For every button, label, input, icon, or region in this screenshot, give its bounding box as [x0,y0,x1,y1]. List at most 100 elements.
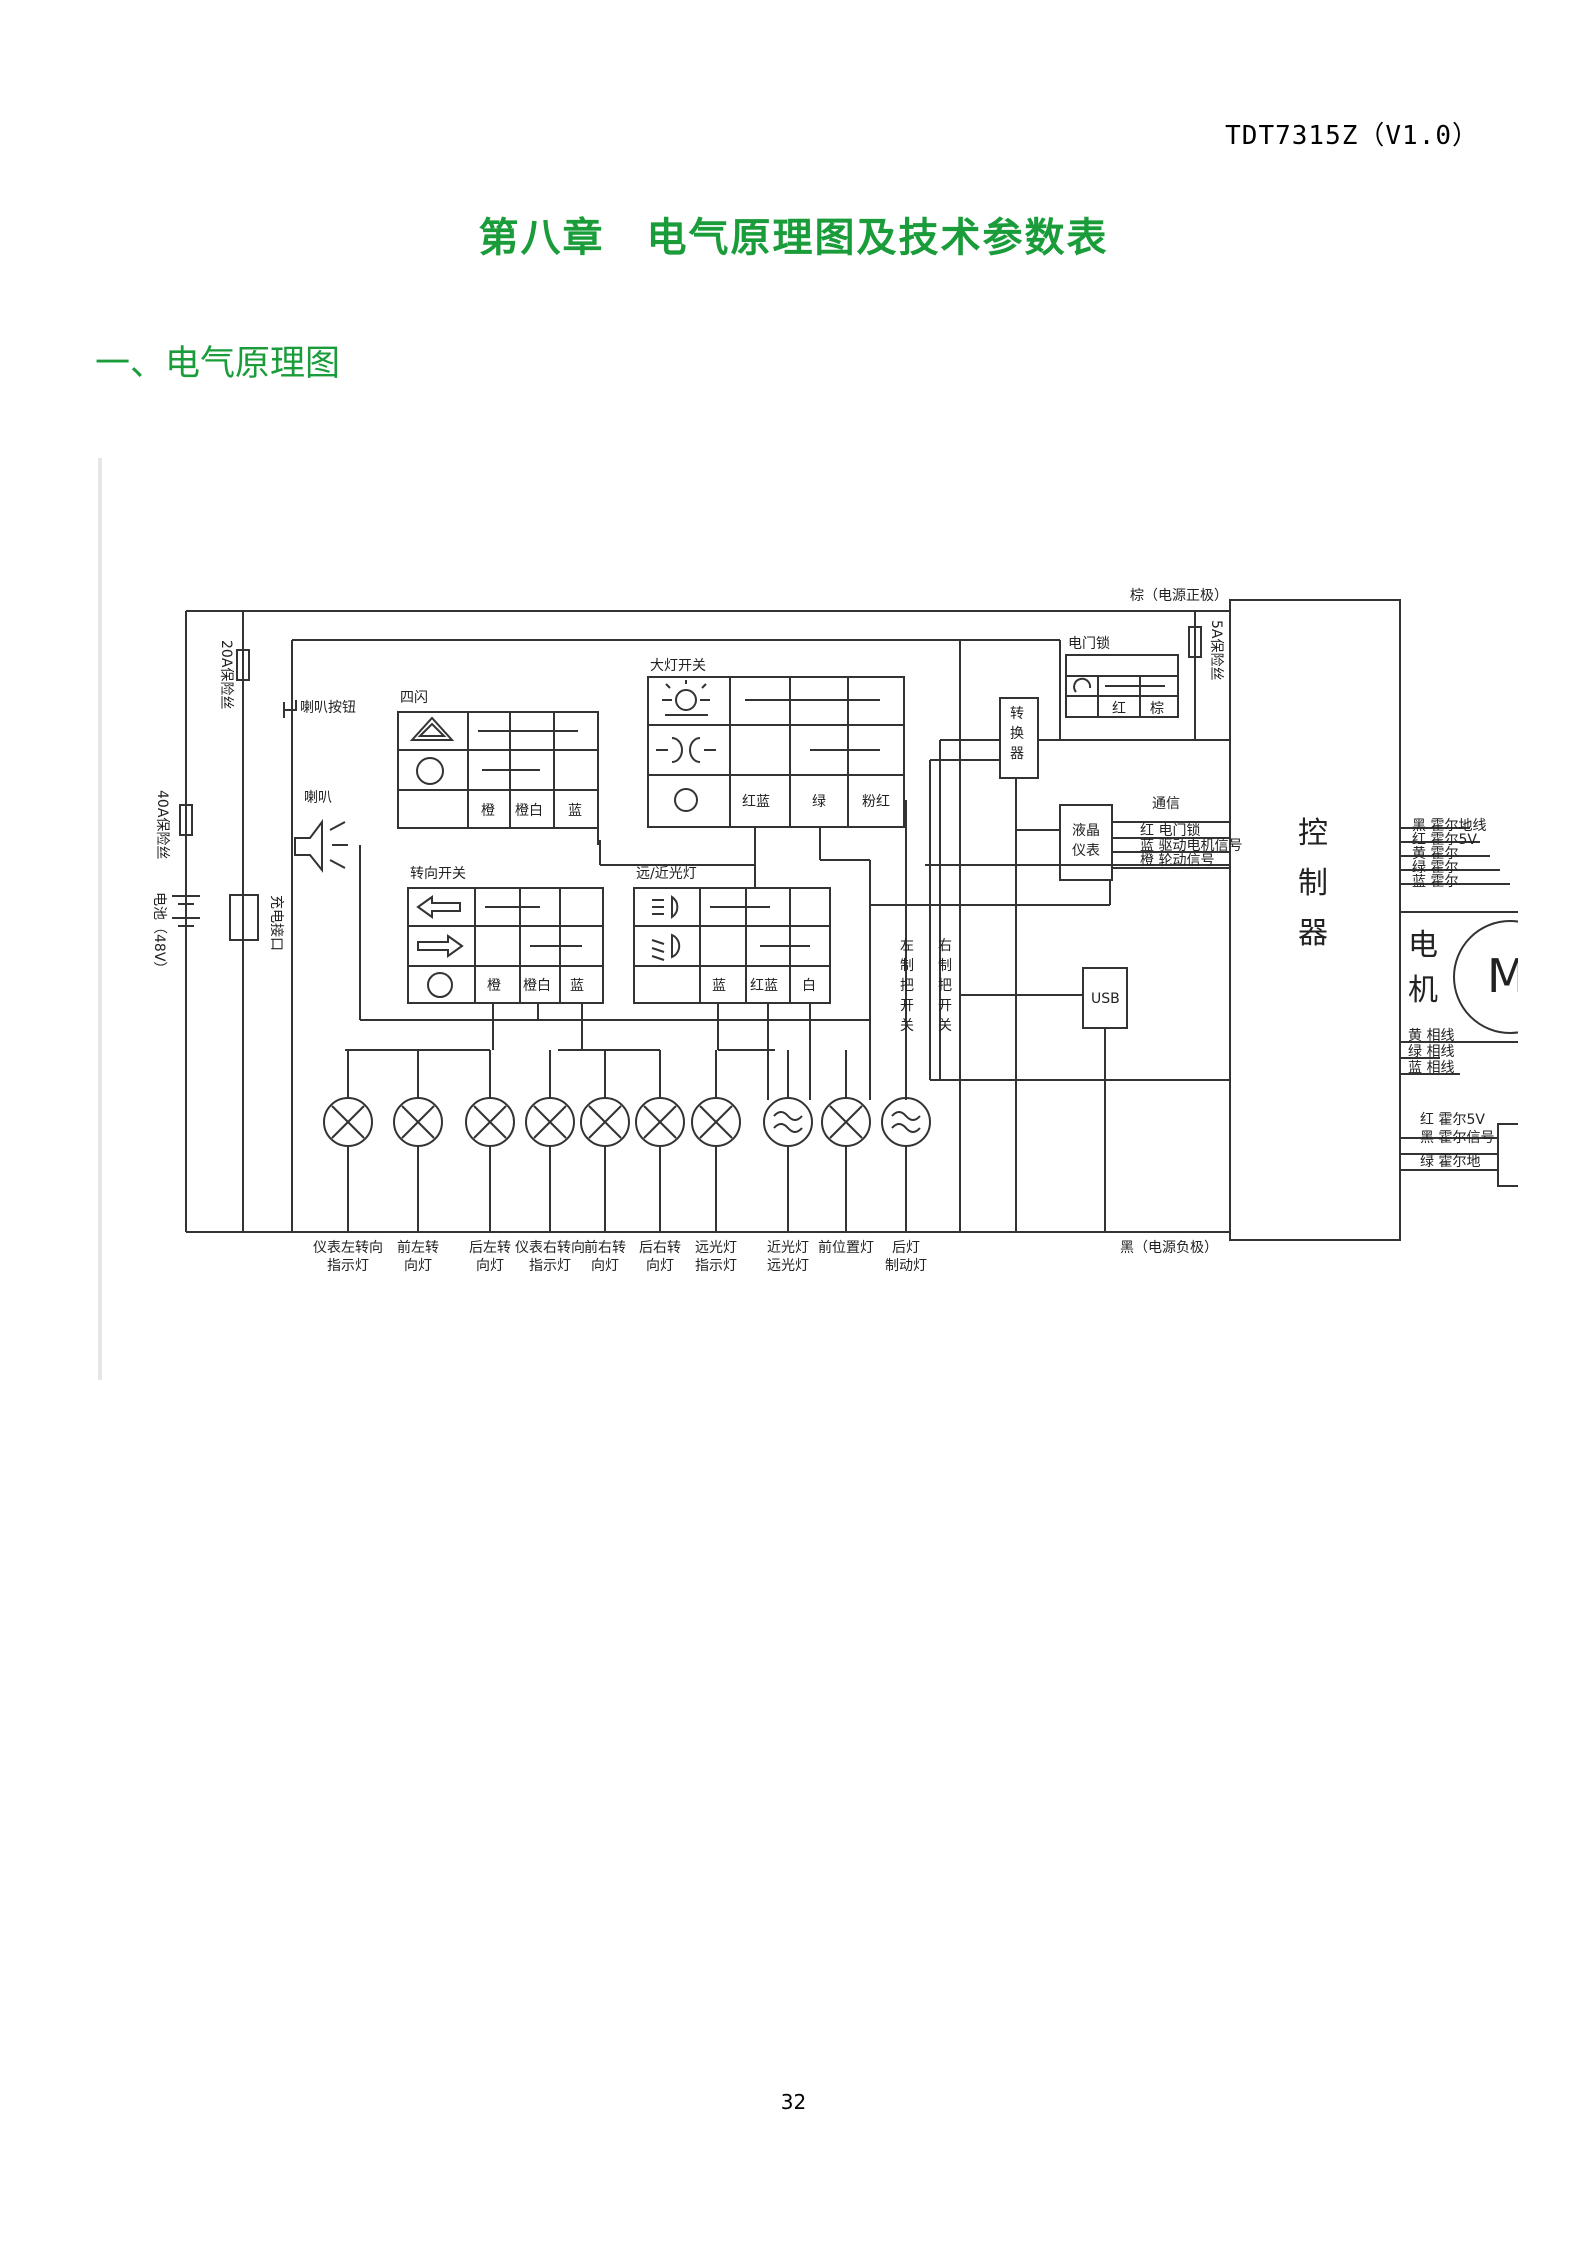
controller-char: 控 [1298,816,1328,851]
beam-switch-title: 远/近光灯 [636,866,697,882]
headlight-sun-icon [675,689,697,711]
usb-label: USB [1091,991,1120,1007]
lamp-caption: 后左转 [469,1240,511,1256]
hazard-title: 四闪 [400,690,428,706]
left-brake-char: 左 [900,938,914,954]
controller-char: 制 [1298,866,1328,901]
battery-label: 电池（48V） [151,892,167,975]
lamp-8: 前位置灯 [818,1050,874,1256]
lamp-caption: 仪表右转向 [515,1240,585,1256]
lamp-caption: 远光灯 [695,1240,737,1256]
hazard-triangle-icon [409,716,455,741]
lcd-label: 仪表 [1072,843,1100,859]
headlight-wire: 红蓝 [742,794,770,810]
lamp-caption: 远光灯 [767,1258,809,1274]
throttle-line: 红 霍尔5V [1420,1112,1485,1128]
hall-line: 蓝 霍尔 [1412,874,1458,890]
beam-wire: 白 [802,978,816,994]
throttle-line: 绿 霍尔地 [1420,1154,1480,1170]
comm-title: 通信 [1152,796,1180,812]
right-brake-char: 右 [938,938,952,954]
ignition-wire: 红 [1112,701,1126,717]
converter-box [999,697,1039,779]
top-wire-label: 棕（电源正极） [1130,588,1228,604]
turn-wire: 橙白 [523,978,551,994]
turn-right-arrow-icon [417,934,464,958]
headlight-wire: 绿 [812,794,826,810]
figure-edge [98,458,102,1380]
turn-wire: 橙 [487,978,501,994]
turn-switch-box [407,887,604,1004]
lamp-row: 仪表左转向指示灯前左转向灯后左转向灯仪表右转向指示灯前右转向灯后右转向灯远光灯指… [313,1050,931,1274]
lamp-symbol [763,1097,813,1147]
horn-label: 喇叭 [304,790,332,806]
fuse-5a-label: 5A保险丝 [1208,620,1224,680]
section-title: 一、电气原理图 [95,344,341,384]
right-brake-char: 把 [938,978,952,994]
chapter-title: 第八章 电气原理图及技术参数表 [478,215,1109,261]
comm-line: 蓝 驱动电机信号 [1140,838,1242,854]
turn-switch-title: 转向开关 [410,866,466,882]
controller-char: 器 [1298,916,1328,951]
beam-wire: 红蓝 [750,978,778,994]
throttle-box [1497,1123,1518,1187]
right-brake-char: 制 [938,958,952,974]
hall-line: 黄 霍尔 [1412,845,1458,862]
comm-line: 红 电门锁 [1140,823,1200,839]
fuse-20a-label: 20A保险丝 [218,640,234,709]
horn-button-label: 喇叭按钮 [300,700,356,716]
high-beam-icon [671,895,679,919]
fuse-40a-symbol [179,804,193,836]
left-brake-char: 关 [900,1018,914,1034]
lcd-label: 液晶 [1072,823,1100,839]
motor-char: 机 [1408,973,1438,1008]
wiring-schematic: 棕（电源正极） 黑（电源负极） 20A保险丝 40A保险丝 5A保险丝 电池（4… [151,588,1518,1274]
lcd-meter-box [1059,804,1113,881]
ignition-wire: 棕 [1150,701,1164,717]
phase-line: 黄 相线 [1408,1027,1454,1044]
lamp-caption: 前左转 [397,1239,439,1256]
ignition-key-icon [1073,677,1092,693]
lamp-caption: 指示灯 [529,1258,571,1274]
left-brake-char: 把 [900,978,914,994]
headlight-wire: 粉红 [862,794,890,810]
lamp-caption: 近光灯 [767,1240,809,1256]
lamp-caption: 向灯 [476,1258,504,1274]
right-brake-char: 关 [938,1018,952,1034]
lamp-caption: 仪表左转向 [313,1240,383,1256]
lamp-caption: 前右转 [584,1239,626,1256]
throttle-line: 黑 霍尔信号 [1420,1130,1494,1146]
charging-port-label: 充电接口 [268,895,285,951]
lamp-caption: 后右转 [639,1240,681,1256]
motor-char: 电 [1408,928,1438,963]
phase-line: 绿 相线 [1408,1044,1454,1060]
position-lamp-icon [671,737,683,763]
charging-port-symbol [229,894,259,941]
ignition-lock-box [1065,654,1179,718]
motor-symbol: M [1487,949,1518,1003]
hall-line: 绿 霍尔 [1412,860,1458,876]
comm-line: 橙 轮动信号 [1140,853,1214,869]
lamp-caption: 指示灯 [695,1258,737,1274]
converter-char: 转 [1010,706,1024,722]
fuse-40a-label: 40A保险丝 [154,790,170,859]
converter-char: 换 [1010,725,1024,742]
lamp-caption: 指示灯 [327,1258,369,1274]
left-brake-char: 开 [900,998,914,1014]
beam-wire: 蓝 [712,978,726,994]
lamp-caption: 向灯 [646,1258,674,1274]
lamp-caption: 向灯 [404,1258,432,1274]
lamp-symbol [881,1097,931,1147]
hall-line: 黑 霍尔地线 [1412,818,1486,834]
lamp-caption: 向灯 [591,1258,619,1274]
ignition-title: 电门锁 [1068,636,1110,652]
hazard-wire: 橙白 [515,803,543,819]
headlight-switch-title: 大灯开关 [650,658,706,674]
